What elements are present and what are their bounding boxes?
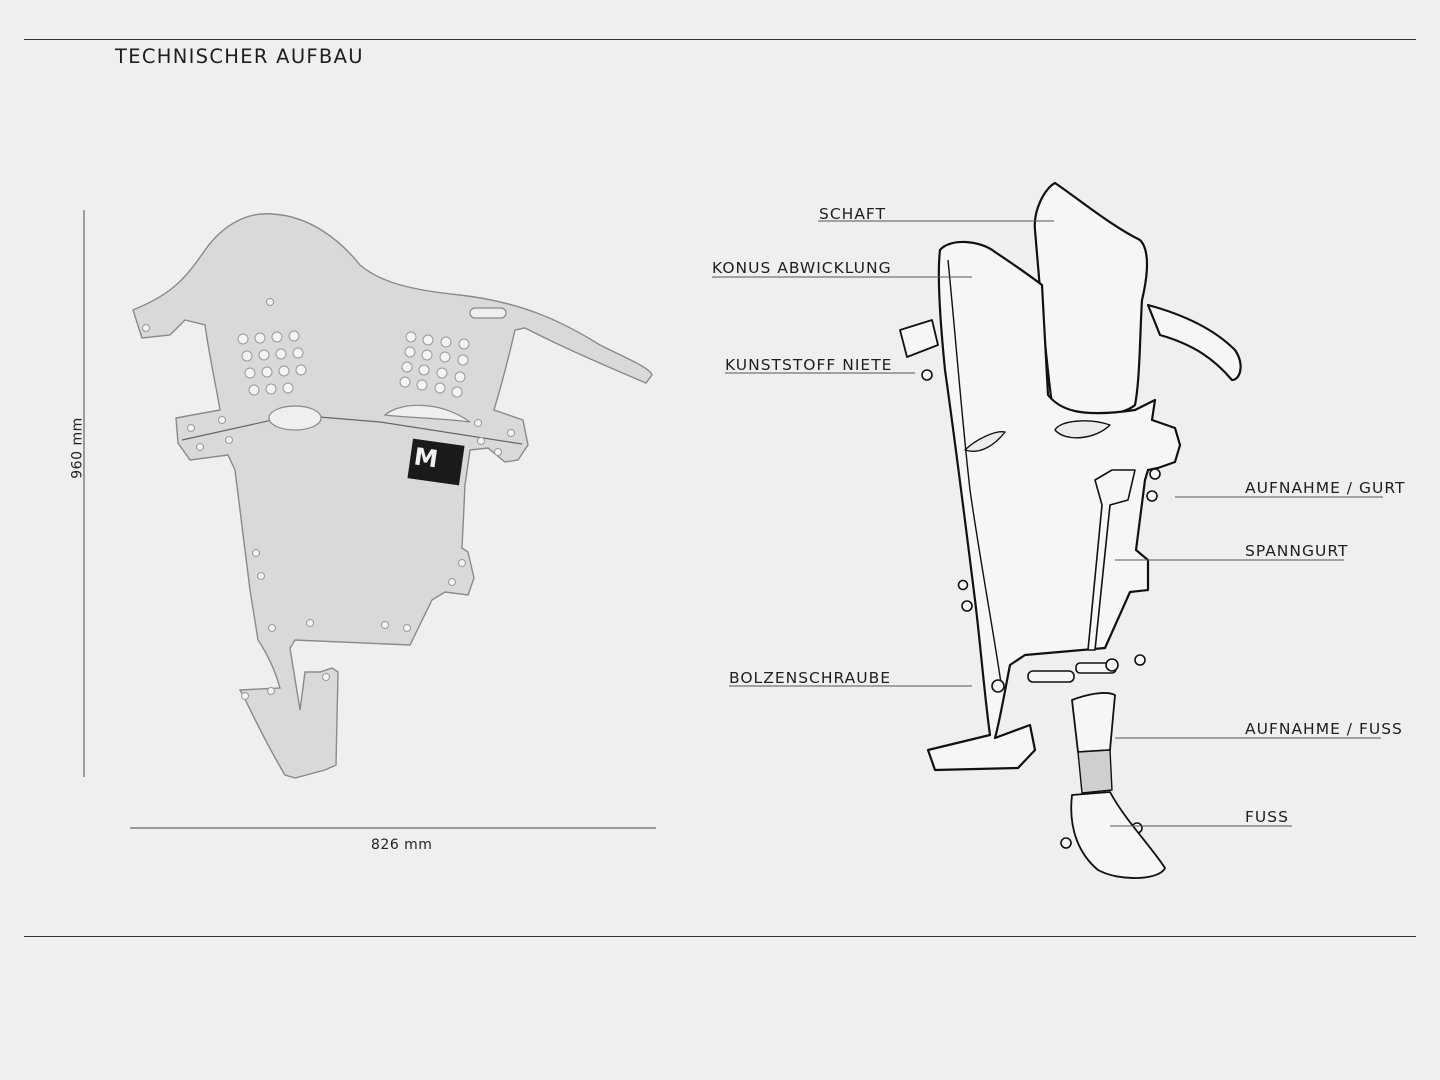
label-konus-abwicklung: KONUS ABWICKLUNG — [712, 259, 892, 277]
page-title: TECHNISCHER AUFBAU — [115, 45, 364, 68]
leader-lines — [712, 220, 1383, 827]
label-spanngurt: SPANNGURT — [1245, 542, 1349, 560]
label-aufnahme-gurt: AUFNAHME / GURT — [1245, 479, 1406, 497]
flat-plate-drawing — [132, 213, 653, 779]
exploded-prosthesis-drawing — [899, 181, 1242, 879]
bottom-rule — [24, 936, 1416, 937]
label-aufnahme-fuss: AUFNAHME / FUSS — [1245, 720, 1403, 738]
top-rule — [24, 39, 1416, 40]
plate-logo: M — [412, 442, 440, 474]
label-schaft: SCHAFT — [819, 205, 887, 223]
height-dimension-label: 960 mm — [69, 417, 86, 479]
label-bolzenschraube: BOLZENSCHRAUBE — [729, 669, 892, 687]
label-kunststoff-niete: KUNSTSTOFF NIETE — [725, 356, 893, 374]
width-dimension-label: 826 mm — [371, 837, 433, 853]
label-fuss: FUSS — [1245, 808, 1289, 826]
